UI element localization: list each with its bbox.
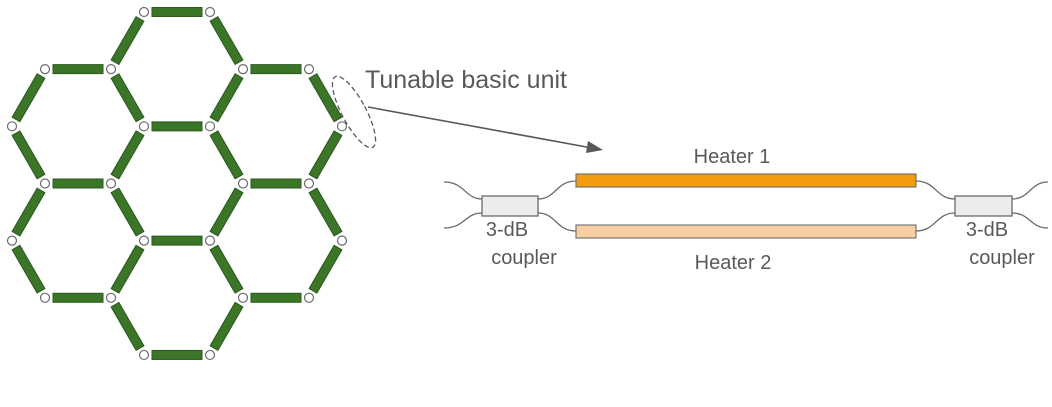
- mesh-node-3: [6, 121, 18, 132]
- mesh-node-15: [204, 235, 216, 246]
- waveguide-in-bottom: [443, 212, 483, 229]
- mesh-node-8: [39, 292, 51, 303]
- heater-2-bar: [575, 224, 917, 239]
- mesh-node-23: [303, 292, 315, 303]
- waveguide-out-top: [1011, 181, 1049, 200]
- heater-1-bar: [575, 173, 917, 188]
- mesh-unit-21: [110, 301, 145, 351]
- mesh-node-13: [204, 6, 216, 18]
- mesh-unit-28: [250, 292, 302, 303]
- mesh-node-21: [303, 64, 315, 75]
- mesh-unit-16: [209, 187, 244, 237]
- highlight-ellipse: [331, 75, 377, 149]
- right-coupler-label-line1: 3-dB: [966, 219, 1008, 241]
- mesh-unit-10: [110, 187, 145, 237]
- waveguide-arm-bottom-left: [537, 212, 577, 232]
- mesh-unit-1: [52, 178, 104, 189]
- mesh-node-7: [105, 292, 117, 303]
- mesh-unit-18: [209, 130, 244, 180]
- mesh-unit-9: [11, 187, 46, 237]
- waveguide-arm-top-left: [537, 180, 577, 200]
- mesh-unit-23: [308, 130, 343, 180]
- mesh-unit-6: [110, 244, 145, 294]
- mesh-node-19: [336, 121, 348, 132]
- callout-arrowhead: [586, 141, 603, 153]
- mesh-node-10: [237, 64, 249, 75]
- waveguide-arm-bottom-right: [915, 212, 956, 232]
- left-coupler-label-line2: coupler: [491, 247, 557, 269]
- mesh-node-14: [237, 178, 249, 189]
- waveguide-out-bottom: [1011, 212, 1049, 229]
- mesh-unit-20: [151, 349, 203, 360]
- mesh-unit-5: [110, 73, 145, 123]
- mesh-unit-15: [209, 15, 244, 66]
- mesh-node-18: [138, 349, 150, 361]
- mesh-unit-11: [209, 73, 244, 123]
- mesh-node-12: [138, 6, 150, 18]
- right-coupler-label-line2: coupler: [969, 247, 1035, 269]
- mesh-node-22: [336, 235, 348, 246]
- mesh-node-16: [237, 292, 249, 303]
- heater-1-label: Heater 1: [694, 146, 771, 168]
- right-coupler-box: [954, 195, 1013, 217]
- left-coupler-label-line1: 3-dB: [486, 219, 528, 241]
- tunable-unit-detail: Heater 1 Heater 2 3-dB coupler 3-dB coup…: [443, 146, 1049, 274]
- mesh-unit-13: [110, 15, 145, 66]
- mesh-unit-0: [110, 130, 145, 180]
- mesh-unit-27: [308, 244, 343, 294]
- mesh-unit-14: [151, 6, 203, 18]
- mesh-unit-8: [11, 244, 46, 294]
- hexagonal-mesh: [6, 6, 348, 361]
- mesh-node-5: [105, 64, 117, 75]
- waveguide-arm-top-right: [915, 180, 956, 200]
- mesh-unit-26: [308, 73, 343, 123]
- mesh-unit-12: [151, 121, 203, 132]
- callout-label: Tunable basic unit: [365, 66, 567, 94]
- mesh-unit-17: [151, 235, 203, 246]
- mesh-node-9: [6, 235, 18, 246]
- mesh-unit-19: [209, 301, 244, 351]
- mesh-node-1: [105, 178, 117, 189]
- callout-arrow: [367, 106, 593, 149]
- waveguide-in-top: [443, 181, 483, 200]
- mesh-node-20: [303, 178, 315, 189]
- mesh-unit-4: [52, 64, 104, 75]
- mesh-unit-25: [250, 64, 302, 75]
- mesh-node-6: [138, 235, 150, 246]
- mesh-node-4: [39, 64, 51, 75]
- left-coupler-box: [481, 195, 539, 217]
- mesh-node-17: [204, 349, 216, 361]
- mesh-node-2: [39, 178, 51, 189]
- mesh-unit-7: [52, 292, 104, 303]
- mesh-unit-2: [11, 130, 46, 180]
- mesh-unit-22: [209, 244, 244, 294]
- mesh-unit-29: [308, 187, 343, 237]
- mesh-node-0: [138, 121, 150, 132]
- mesh-unit-24: [250, 178, 302, 189]
- mesh-node-11: [204, 121, 216, 132]
- mesh-unit-3: [11, 73, 46, 123]
- heater-2-label: Heater 2: [695, 252, 772, 274]
